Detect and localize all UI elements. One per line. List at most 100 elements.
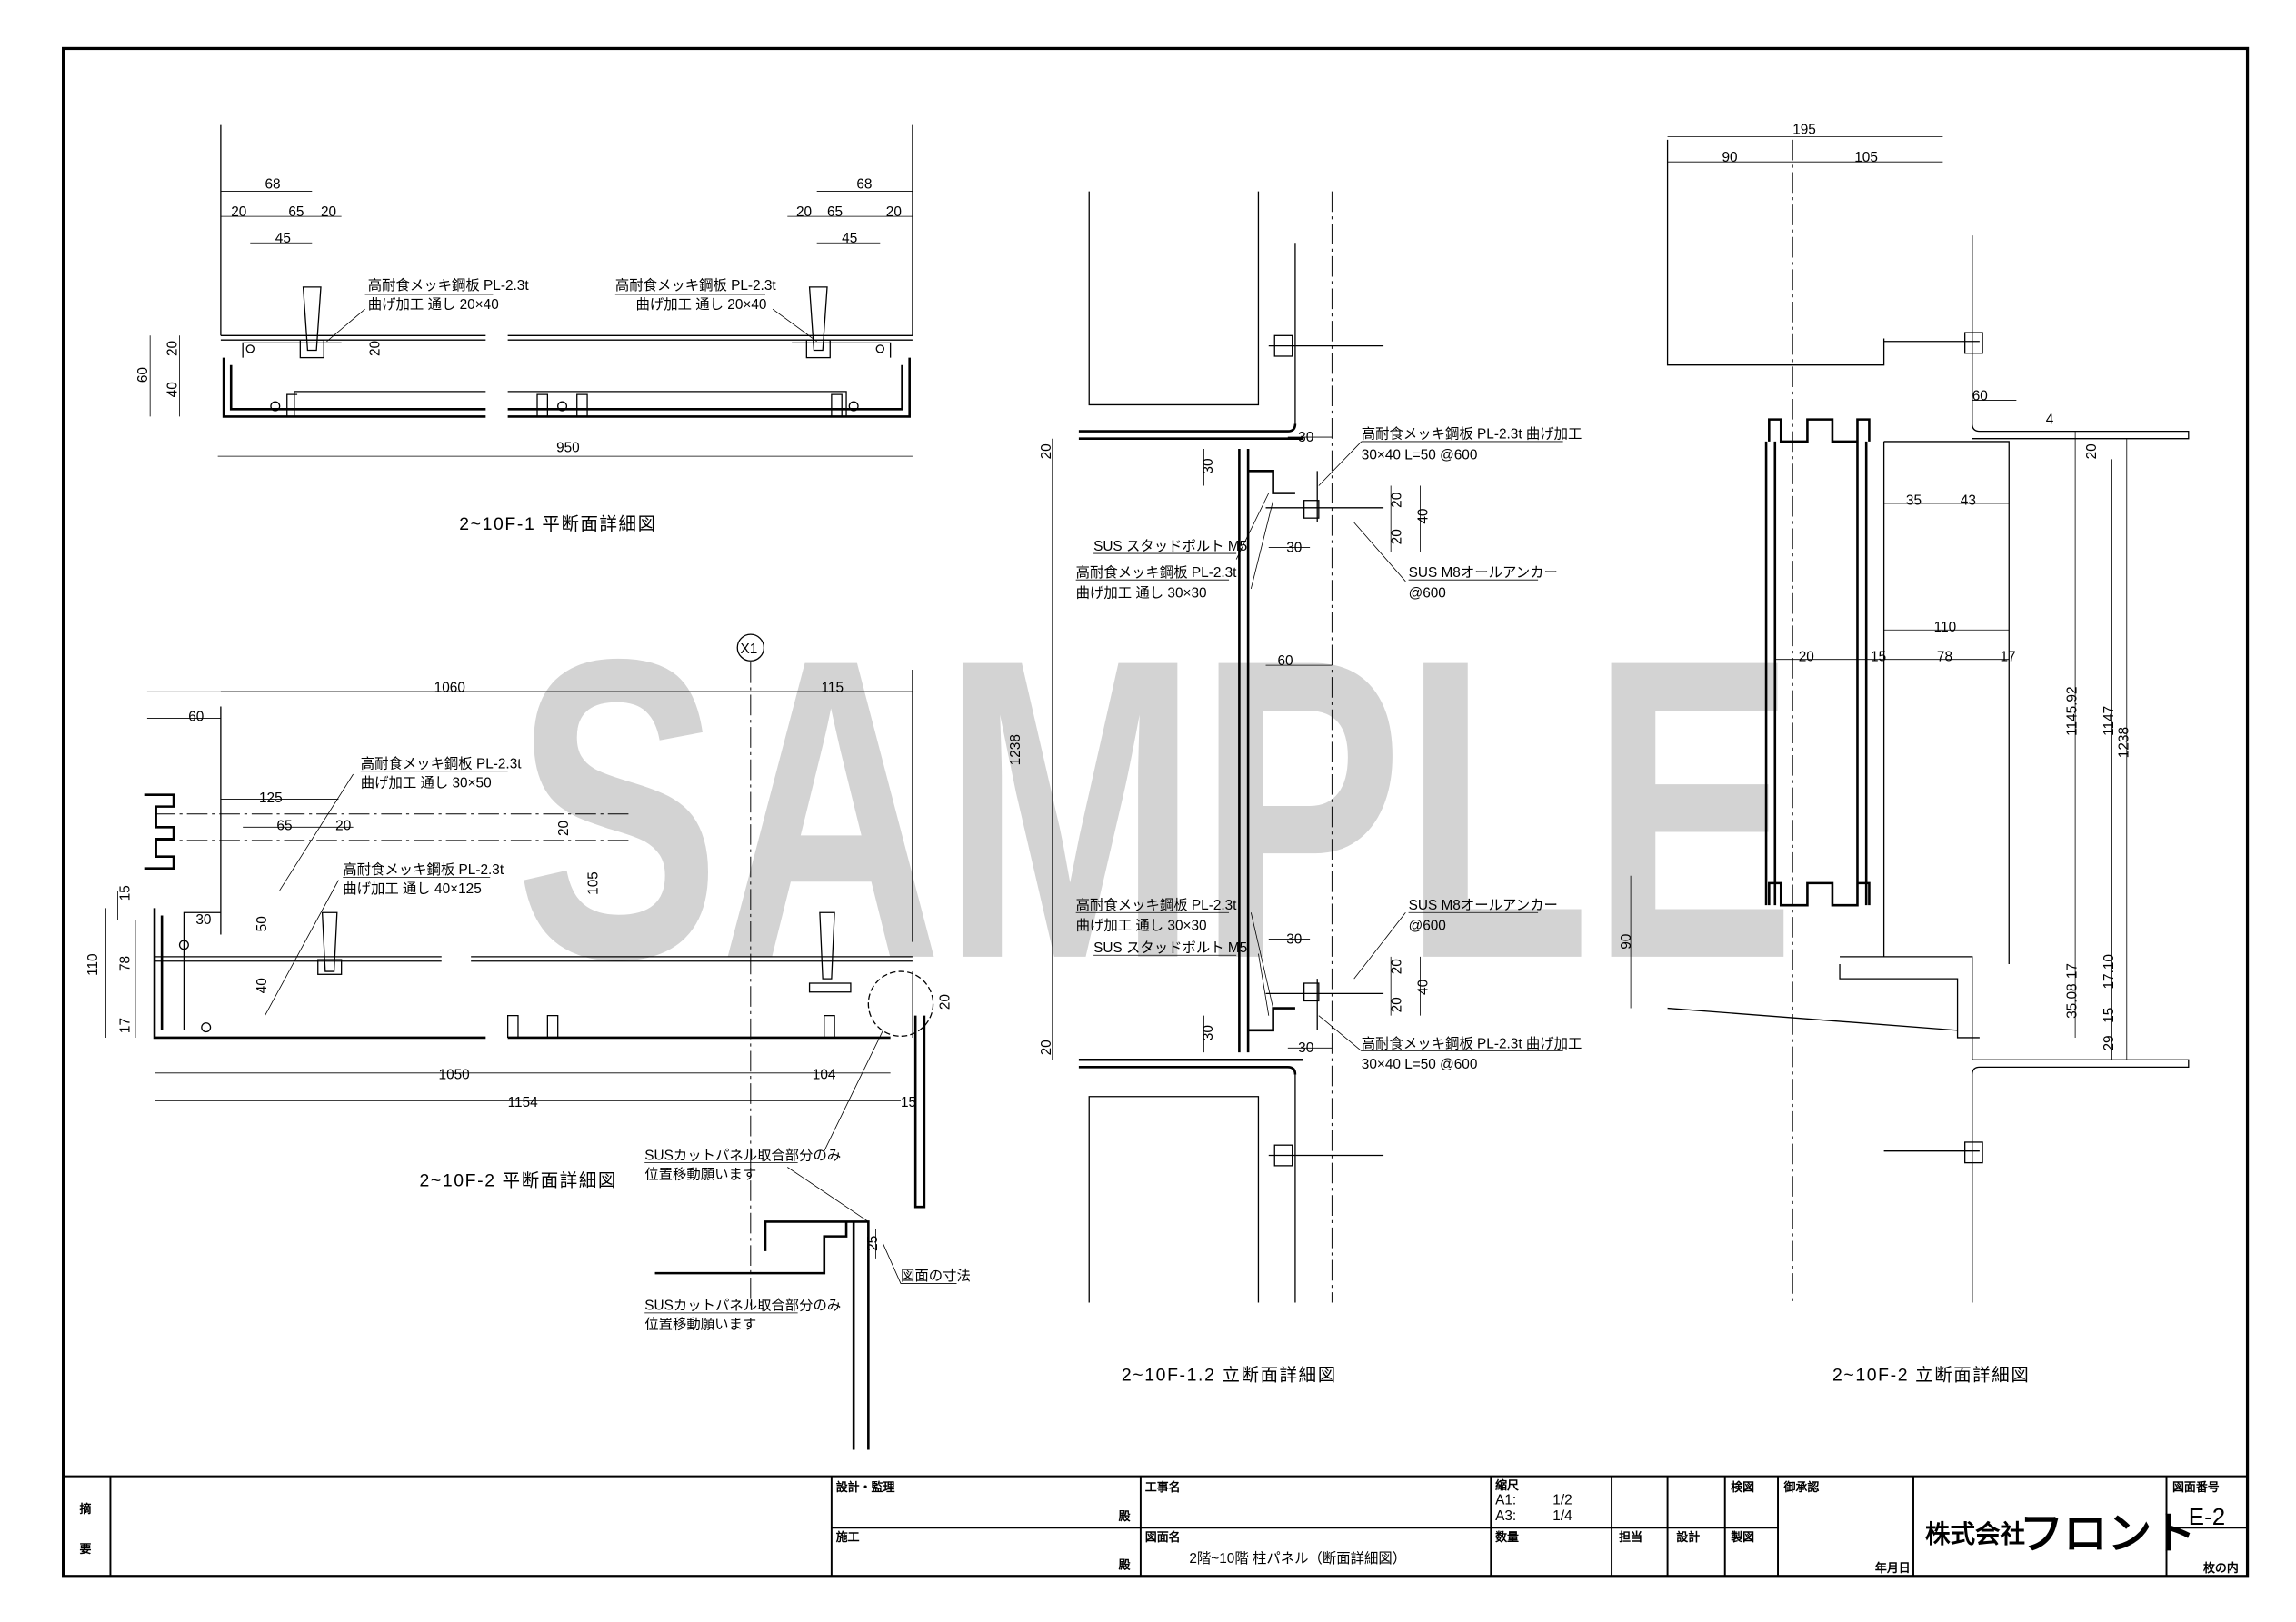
annotation-label: 高耐食メッキ鋼板 PL-2.3t [343, 861, 504, 878]
dimension-label: 15 [1871, 649, 1886, 664]
dimension-label: 1238 [2116, 727, 2131, 758]
dimension-label: 1154 [508, 1095, 539, 1110]
dimension-label: 90 [1619, 934, 1634, 950]
dimension-label: 30 [1286, 931, 1302, 947]
dimension-label: 30 [1298, 430, 1313, 445]
dimension-label: 20 [1390, 529, 1405, 544]
plan-detail-1-title: 2~10F-1 平断面詳細図 [459, 514, 656, 534]
dimension-label: 30 [1298, 1040, 1313, 1056]
annotation-label: 曲げ加工 通し 20×40 [636, 296, 767, 313]
dimension-label: 105 [585, 871, 601, 895]
remarks-label: 要 [79, 1542, 91, 1556]
dimension-label: 110 [85, 953, 101, 976]
company-prefix: 株式会社 [1925, 1520, 2025, 1548]
annotation-label: 曲げ加工 通し 30×50 [361, 775, 492, 791]
dimension-label: 78 [1937, 649, 1952, 664]
dimension-label: 30 [195, 912, 211, 928]
plan-detail-1-geometry [149, 124, 913, 457]
dimension-label: 17 [2065, 963, 2081, 979]
annotation-label: 高耐食メッキ鋼板 PL-2.3t [361, 756, 523, 772]
dimension-label: 15 [901, 1095, 916, 1110]
design-supervision-label: 設計・監理 [836, 1480, 895, 1494]
drawing-number: E-2 [2189, 1505, 2225, 1530]
annotation-label: SUS スタッドボルト M5 [1093, 538, 1247, 554]
dimension-label: 78 [117, 956, 133, 971]
dimension-label: 90 [1722, 150, 1738, 165]
dimension-label: 45 [275, 231, 291, 246]
dimension-label: 40 [255, 978, 270, 993]
annotation-label: SUS スタッドボルト M5 [1093, 940, 1247, 956]
dimension-label: 20 [1390, 959, 1405, 974]
project-name-label: 工事名 [1145, 1480, 1181, 1494]
dimension-label: 20 [1390, 997, 1405, 1012]
annotation-label: 高耐食メッキ鋼板 PL-2.3t [615, 277, 777, 294]
dimension-label: 104 [813, 1067, 836, 1082]
honorific: 殿 [1118, 1509, 1131, 1523]
annotation-label: 曲げ加工 通し 30×30 [1076, 585, 1207, 602]
scale-label: 縮尺 [1495, 1478, 1519, 1492]
dimension-label: 4 [2046, 412, 2054, 427]
elevation-detail-2-title: 2~10F-2 立断面詳細図 [1832, 1365, 2030, 1385]
dimension-label: 20 [556, 821, 572, 836]
dimension-label: 1238 [1008, 734, 1023, 765]
dimension-label: 40 [165, 382, 180, 397]
annotation-label: SUSカットパネル取合部分のみ [644, 1147, 841, 1163]
dimension-label: 20 [368, 341, 384, 356]
dimension-label: 68 [265, 176, 280, 192]
dimension-label: 65 [827, 204, 843, 220]
honorific: 殿 [1118, 1558, 1131, 1572]
dimension-label: 15 [117, 885, 133, 901]
annotation-label: SUS M8オールアンカー [1409, 898, 1558, 913]
dimension-label: 110 [1934, 620, 1957, 635]
annotation-label: X1 [740, 642, 757, 657]
annotation-label: @600 [1409, 586, 1446, 602]
dimension-label: 30 [1201, 1025, 1216, 1040]
dimension-label: 35.08 [2065, 983, 2081, 1018]
annotation-label: SUSカットパネル取合部分のみ [644, 1298, 841, 1314]
annotation-label: 高耐食メッキ鋼板 PL-2.3t 曲げ加工 [1362, 1035, 1582, 1051]
drawing-name: 2階~10階 柱パネル（断面詳細図） [1189, 1550, 1406, 1567]
annotation-label: 曲げ加工 通し 40×125 [343, 881, 482, 897]
dimension-label: 20 [321, 204, 336, 220]
drawing-number-label: 図面番号 [2172, 1480, 2220, 1494]
dimension-label: 15 [2101, 1008, 2117, 1023]
annotation-label: 位置移動願います [644, 1166, 756, 1182]
dimension-label: 20 [165, 341, 180, 356]
annotation-label: 30×40 L=50 @600 [1362, 447, 1478, 463]
design-label: 設計 [1676, 1530, 1700, 1544]
dimension-label: 20 [796, 204, 812, 220]
annotation-label: 高耐食メッキ鋼板 PL-2.3t 曲げ加工 [1362, 426, 1582, 443]
annotation-label: 高耐食メッキ鋼板 PL-2.3t [1076, 897, 1238, 913]
plan-detail-2-title: 2~10F-2 平断面詳細図 [419, 1171, 616, 1191]
dimension-label: 20 [1039, 1040, 1054, 1055]
dimension-label: 35 [1906, 493, 1922, 509]
elevation-detail-2-geometry [1630, 136, 2190, 1303]
elevation-detail-1-2-title: 2~10F-1.2 立断面詳細図 [1122, 1365, 1337, 1385]
dimension-label: 60 [1972, 389, 1988, 404]
checked-label: 検図 [1731, 1480, 1754, 1494]
dimension-label: 20 [1390, 493, 1405, 508]
dimension-label: 1050 [439, 1067, 470, 1082]
dimension-label: 125 [259, 791, 283, 806]
annotation-label: 位置移動願います [644, 1317, 756, 1333]
dimension-label: 20 [1039, 443, 1054, 459]
dimension-label: 115 [822, 680, 844, 695]
title-block-grid [63, 1475, 2248, 1577]
dimension-label: 40 [1416, 509, 1432, 524]
company-name: フロント [2020, 1509, 2196, 1558]
contractor-label: 施工 [836, 1530, 860, 1544]
annotation-label: 曲げ加工 通し 20×40 [368, 296, 499, 313]
dimension-label: 30 [1286, 540, 1302, 555]
dimension-label: 1147 [2101, 706, 2117, 736]
dimension-label: 17 [2001, 649, 2016, 664]
quantity-label: 数量 [1495, 1530, 1519, 1544]
dimension-label: 43 [1961, 493, 1976, 509]
annotation-label: SUS M8オールアンカー [1409, 565, 1558, 581]
dimension-label: 25 [865, 1236, 881, 1251]
remarks-label: 摘 [79, 1502, 91, 1516]
dimension-label: 1145.92 [2065, 686, 2081, 735]
dimension-label: 60 [188, 710, 204, 725]
annotation-label: 30×40 L=50 @600 [1362, 1057, 1478, 1072]
